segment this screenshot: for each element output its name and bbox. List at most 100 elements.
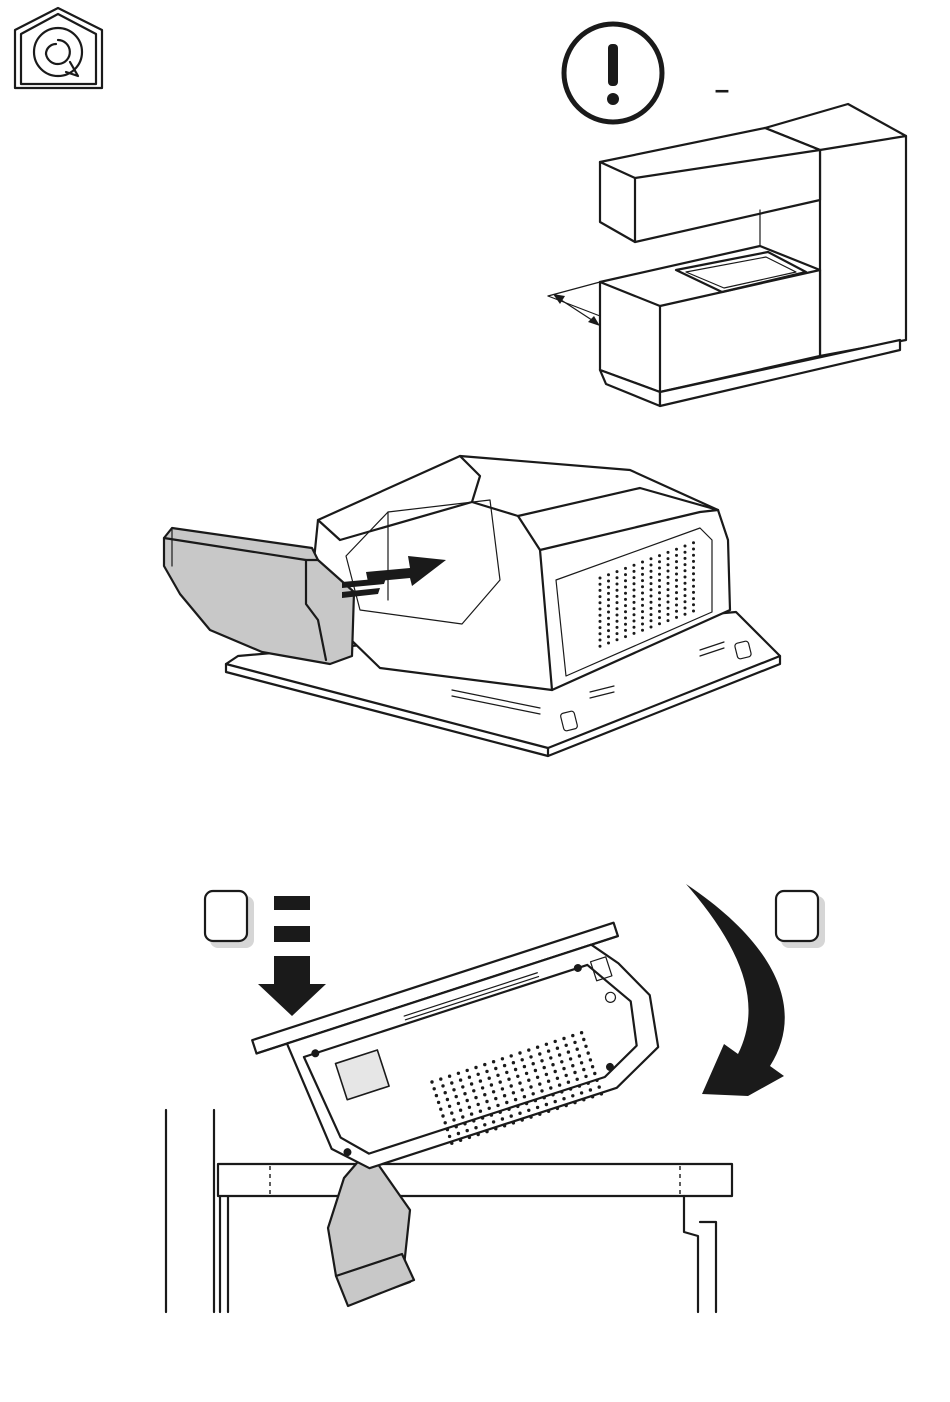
grille-dot: [523, 1095, 526, 1098]
grille-dot: [599, 626, 602, 629]
grille-dot: [450, 1111, 453, 1114]
grille-dot: [565, 1074, 568, 1077]
grille-dot: [675, 566, 678, 569]
grille-dot: [607, 573, 610, 576]
grille-dot: [499, 1080, 502, 1083]
grille-dot: [616, 638, 619, 641]
grille-dot: [692, 579, 695, 582]
grille-dot: [507, 1108, 510, 1111]
grille-dot: [558, 1083, 561, 1086]
grille-dot: [485, 1070, 488, 1073]
hob-with-duct-illustration: [164, 456, 780, 756]
step-b-marker: [776, 891, 825, 948]
grille-dot: [684, 582, 687, 585]
grille-dot: [514, 1098, 517, 1101]
grille-dot: [474, 1096, 477, 1099]
grille-dot: [641, 561, 644, 564]
grille-dot: [529, 1085, 532, 1088]
grille-dot: [616, 583, 619, 586]
grille-dot: [684, 600, 687, 603]
grille-dot: [452, 1088, 455, 1091]
grille-dot: [527, 1109, 530, 1112]
grille-dot: [658, 610, 661, 613]
grille-dot: [505, 1071, 508, 1074]
grille-dot: [521, 1118, 524, 1121]
grille-dot: [545, 1103, 548, 1106]
grille-dot: [616, 632, 619, 635]
grille-dot: [532, 1062, 535, 1065]
grille-dot: [607, 580, 610, 583]
grille-dot: [512, 1091, 515, 1094]
grille-dot: [554, 1070, 557, 1073]
grille-dot: [556, 1107, 559, 1110]
grille-dot: [650, 607, 653, 610]
grille-dot: [490, 1083, 493, 1086]
grille-dot: [684, 613, 687, 616]
grille-dot: [658, 573, 661, 576]
grille-dot: [534, 1099, 537, 1102]
grille-dot: [444, 1091, 447, 1094]
grille-dot: [587, 1051, 590, 1054]
grille-dot: [501, 1087, 504, 1090]
grille-dot: [692, 572, 695, 575]
grille-dot: [607, 642, 610, 645]
grille-dot: [641, 610, 644, 613]
down-arrow-icon: [258, 896, 326, 1016]
grille-dot: [567, 1050, 570, 1053]
grille-dot: [641, 629, 644, 632]
grille-dot: [446, 1128, 449, 1131]
grille-dot: [435, 1094, 438, 1097]
grille-dot: [569, 1057, 572, 1060]
grille-dot: [684, 594, 687, 597]
grille-dot: [450, 1081, 453, 1084]
grille-dot: [543, 1066, 546, 1069]
grille-dot: [452, 1118, 455, 1121]
grille-dot: [466, 1099, 469, 1102]
grille-dot: [529, 1055, 532, 1058]
grille-dot: [593, 1072, 596, 1075]
grille-dot: [607, 611, 610, 614]
grille-dot: [607, 635, 610, 638]
grille-dot: [684, 551, 687, 554]
grille-dot: [650, 570, 653, 573]
grille-dot: [667, 594, 670, 597]
grille-dot: [616, 607, 619, 610]
grille-dot: [599, 595, 602, 598]
grille-dot: [599, 583, 602, 586]
grille-dot: [444, 1121, 447, 1124]
grille-dot: [562, 1097, 565, 1100]
grille-dot: [441, 1084, 444, 1087]
grille-dot: [675, 573, 678, 576]
grille-dot: [624, 579, 627, 582]
grille-dot: [483, 1063, 486, 1066]
grille-dot: [439, 1108, 442, 1111]
grille-dot: [580, 1061, 583, 1064]
grille-dot: [549, 1086, 552, 1089]
grille-dot: [658, 616, 661, 619]
grille-dot: [448, 1105, 451, 1108]
grille-dot: [658, 579, 661, 582]
grille-dot: [514, 1068, 517, 1071]
grille-dot: [477, 1103, 480, 1106]
grille-dot: [472, 1089, 475, 1092]
grille-dot: [692, 548, 695, 551]
grille-dot: [607, 629, 610, 632]
grille-dot: [599, 614, 602, 617]
grille-dot: [684, 588, 687, 591]
grille-dot: [576, 1048, 579, 1051]
rotate-arrow-icon: [686, 884, 785, 1096]
grille-dot: [499, 1111, 502, 1114]
grille-dot: [599, 589, 602, 592]
grille-dot: [633, 607, 636, 610]
grille-dot: [494, 1127, 497, 1130]
grille-dot: [483, 1123, 486, 1126]
grille-dot: [641, 579, 644, 582]
grille-dot: [650, 626, 653, 629]
grille-dot: [599, 608, 602, 611]
grille-dot: [624, 567, 627, 570]
grille-dot: [582, 1098, 585, 1101]
grille-dot: [641, 567, 644, 570]
grille-dot: [536, 1106, 539, 1109]
grille-dot: [658, 560, 661, 563]
grille-dot: [567, 1081, 570, 1084]
